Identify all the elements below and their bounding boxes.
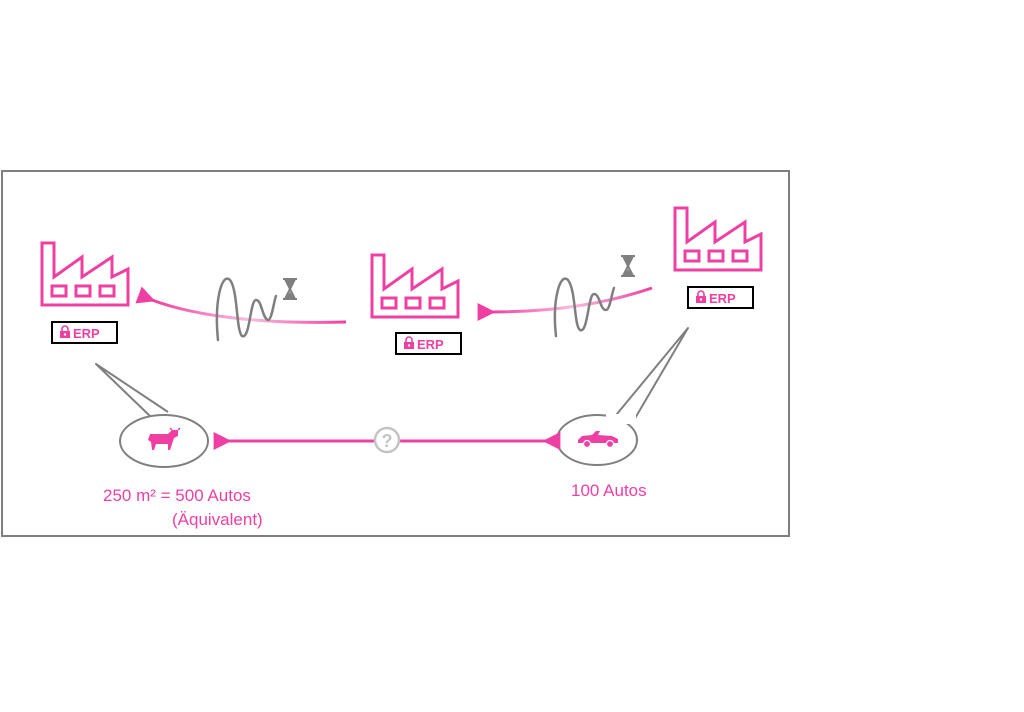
erp-badge-1: ERP — [51, 321, 118, 344]
factory-2: ERP — [370, 253, 462, 355]
signal-wave — [553, 277, 616, 338]
lock-icon — [695, 290, 707, 304]
factory-icon — [40, 241, 130, 307]
comparison-arrow: ? — [213, 426, 561, 454]
question-mark-icon: ? — [382, 431, 393, 451]
erp-badge-3: ERP — [687, 286, 754, 309]
factory-3: ERP — [673, 206, 763, 309]
flow-arrow-right — [477, 255, 653, 338]
hourglass-icon — [282, 278, 298, 300]
right-bubble — [556, 327, 689, 466]
cow-icon — [148, 427, 181, 450]
diagram-frame — [1, 170, 790, 537]
factory-1: ERP — [40, 241, 130, 344]
hourglass-icon — [620, 255, 636, 277]
left-caption-line1: 250 m² = 500 Autos — [103, 486, 251, 505]
erp-label-3: ERP — [709, 291, 736, 306]
erp-label-2: ERP — [417, 337, 444, 352]
lock-icon — [59, 325, 71, 339]
erp-badge-2: ERP — [395, 332, 462, 355]
factory-icon — [370, 253, 460, 319]
factory-icon — [673, 206, 763, 272]
lock-icon — [403, 336, 415, 350]
left-bubble — [95, 363, 209, 468]
right-caption: 100 Autos — [571, 481, 647, 500]
left-caption-line2: (Äquivalent) — [172, 510, 263, 529]
erp-label-1: ERP — [73, 326, 100, 341]
flow-arrow-left — [135, 277, 347, 342]
car-icon — [578, 431, 618, 449]
signal-wave — [215, 277, 278, 342]
